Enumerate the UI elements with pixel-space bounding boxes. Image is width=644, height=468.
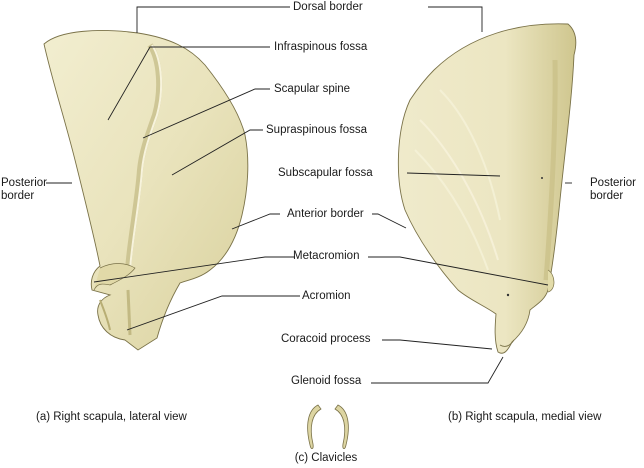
label-supraspinous-fossa: Supraspinous fossa <box>266 124 368 136</box>
right-scapula-medial <box>397 23 577 354</box>
label-acromion: Acromion <box>302 290 351 302</box>
label-dorsal-border: Dorsal border <box>293 1 363 13</box>
label-infraspinous-fossa: Infraspinous fossa <box>274 41 368 53</box>
label-posterior-border-left: Posterior border <box>1 177 48 202</box>
label-coracoid-process: Coracoid process <box>281 333 371 345</box>
leader-lines <box>46 6 572 384</box>
left-scapula-lateral <box>43 30 249 351</box>
label-metacromion: Metacromion <box>293 250 360 262</box>
label-scapular-spine: Scapular spine <box>274 83 351 95</box>
caption-b: (b) Right scapula, medial view <box>448 411 602 423</box>
caption-a: (a) Right scapula, lateral view <box>36 411 187 423</box>
label-subscapular-fossa: Subscapular fossa <box>278 167 373 179</box>
label-glenoid-fossa: Glenoid fossa <box>291 375 362 387</box>
label-anterior-border: Anterior border <box>287 208 364 220</box>
caption-c: (c) Clavicles <box>294 452 358 464</box>
clavicles <box>307 404 349 450</box>
label-posterior-border-right: Posterior border <box>590 177 637 202</box>
